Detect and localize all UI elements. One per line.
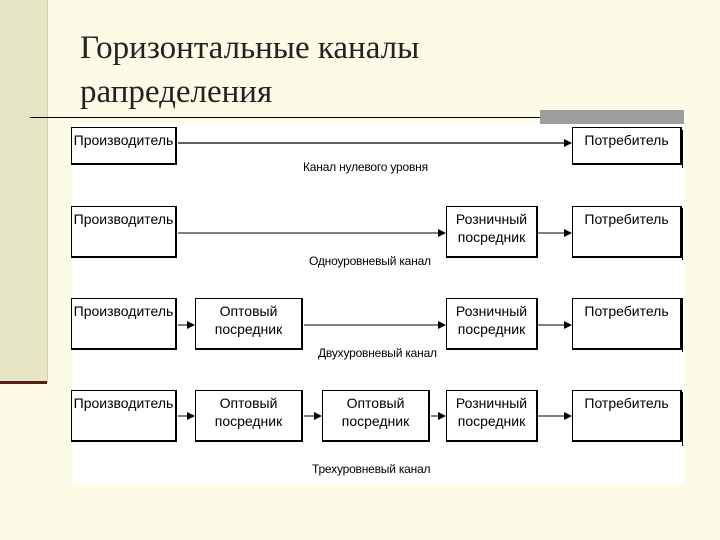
box-label: Производитель	[73, 395, 174, 411]
box-label-line2: посредник	[214, 321, 283, 337]
caption-two-level: Двухуровневый канал	[318, 346, 437, 360]
box-label-line2: посредник	[457, 321, 526, 337]
box-label-line1: Оптовый	[346, 395, 405, 411]
producer-box-row3: Производитель	[71, 298, 177, 350]
decorative-left-line	[0, 381, 47, 384]
producer-box-row1: Производитель	[71, 127, 177, 165]
wholesale-box-row4-a: Оптовый посредник	[195, 390, 303, 442]
retail-box-row4: Розничный посредник	[446, 390, 538, 442]
box-label-line1: Розничный	[455, 303, 528, 319]
box-label: Потребитель	[584, 132, 669, 148]
box-label-line1: Оптовый	[219, 303, 278, 319]
wholesale-box-row4-b: Оптовый посредник	[322, 390, 430, 442]
consumer-box-row3: Потребитель	[572, 298, 682, 350]
box-label-line2: посредник	[341, 413, 410, 429]
title-underline	[30, 117, 540, 118]
box-label: Производитель	[73, 211, 174, 227]
box-label-line2: посредник	[457, 413, 526, 429]
diagram-right-edge	[682, 298, 683, 352]
box-label-line2: посредник	[457, 229, 526, 245]
box-label: Производитель	[73, 303, 174, 319]
box-label: Потребитель	[584, 303, 669, 319]
box-label-line1: Оптовый	[219, 395, 278, 411]
consumer-box-row1: Потребитель	[572, 127, 682, 165]
box-label: Потребитель	[584, 211, 669, 227]
box-label: Потребитель	[584, 395, 669, 411]
caption-one-level: Одноуровневый канал	[309, 254, 431, 268]
diagram-right-edge	[682, 208, 683, 260]
retail-box-row3: Розничный посредник	[446, 298, 538, 350]
slide-title-line-2: рапределения	[80, 74, 273, 110]
box-label-line1: Розничный	[455, 395, 528, 411]
slide-title-line-1: Горизонтальные каналы	[80, 30, 420, 66]
retail-box-row2: Розничный посредник	[446, 206, 538, 258]
diagram-right-edge	[682, 392, 683, 446]
slide-title: Горизонтальные каналы рапределения	[80, 26, 640, 114]
decorative-left-strip	[0, 0, 48, 383]
diagram-right-edge	[682, 130, 683, 168]
caption-zero-level: Канал нулевого уровня	[303, 160, 428, 174]
consumer-box-row2: Потребитель	[572, 206, 682, 258]
box-label-line1: Розничный	[455, 211, 528, 227]
box-label: Производитель	[73, 132, 174, 148]
decorative-gray-bar	[540, 110, 684, 126]
box-label-line2: посредник	[214, 413, 283, 429]
wholesale-box-row3: Оптовый посредник	[195, 298, 303, 350]
consumer-box-row4: Потребитель	[572, 390, 682, 442]
producer-box-row4: Производитель	[71, 390, 177, 442]
caption-three-level: Трехуровневый канал	[312, 462, 431, 476]
producer-box-row2: Производитель	[71, 206, 177, 258]
